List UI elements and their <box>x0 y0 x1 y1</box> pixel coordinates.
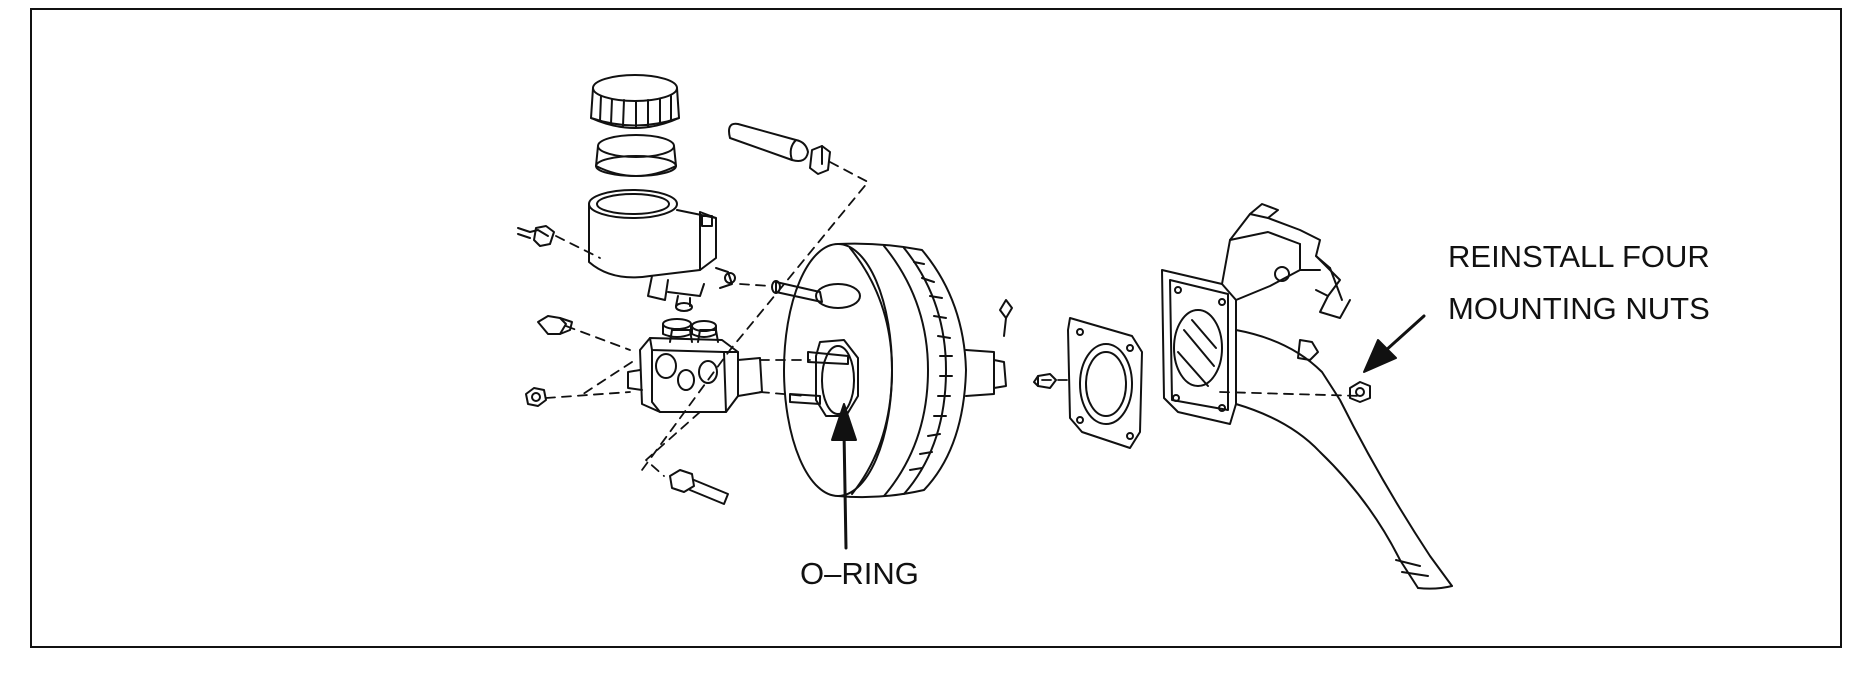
reinstall-mounting-nuts-callout: REINSTALL FOUR MOUNTING NUTS <box>1448 231 1710 335</box>
brake-pedal-bracket <box>1161 203 1453 590</box>
o-ring <box>821 345 855 415</box>
master-cylinder-nut <box>525 387 547 407</box>
booster-gasket <box>1067 317 1143 449</box>
mounting-nuts-callout-arrow <box>1363 314 1426 373</box>
reinstall-callout-line-2: MOUNTING NUTS <box>1448 291 1710 326</box>
o-ring-callout-arrow <box>831 403 857 550</box>
booster-mounting-studs <box>789 351 849 405</box>
clevis-pin <box>1033 373 1057 389</box>
mounting-nut <box>1349 381 1371 403</box>
brake-booster <box>783 242 1013 499</box>
booster-stud <box>771 280 823 303</box>
brake-line-fitting-middle <box>537 315 573 335</box>
master-cylinder <box>627 329 763 413</box>
diagram-frame <box>30 8 1842 648</box>
brake-line-fitting-upper <box>517 225 555 247</box>
reinstall-callout-line-1: REINSTALL FOUR <box>1448 239 1710 274</box>
brake-fluid-reservoir <box>588 189 736 307</box>
brake-line-fitting-lower <box>669 469 729 505</box>
o-ring-callout: O–RING <box>800 556 919 591</box>
reservoir-hose <box>728 122 831 175</box>
reservoir-cap <box>590 74 680 129</box>
alignment-lines <box>545 161 1363 477</box>
reservoir-strainer <box>595 134 677 177</box>
